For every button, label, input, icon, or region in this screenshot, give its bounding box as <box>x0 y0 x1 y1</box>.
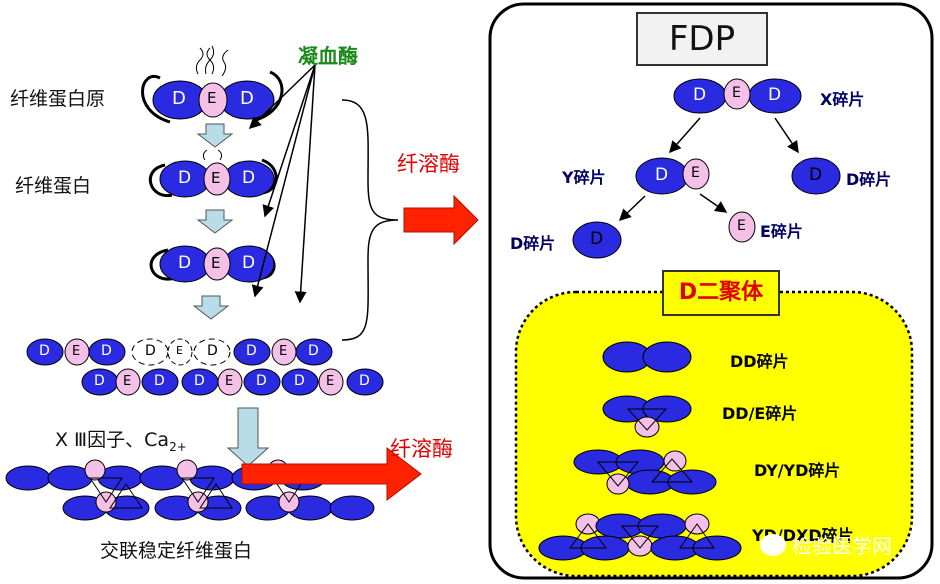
crosslinked-fibrin <box>5 459 375 521</box>
d-label: D <box>172 88 186 109</box>
d-label: D <box>359 373 370 389</box>
d-label: D <box>655 165 669 185</box>
thrombin-arrows <box>248 64 316 304</box>
d-label: D <box>590 229 604 249</box>
fdp-arrows <box>618 117 799 222</box>
y-fragment-label: Y碎片 <box>562 168 606 187</box>
factor-text: X Ⅲ因子、Ca <box>55 429 170 451</box>
d-label: D <box>256 373 267 389</box>
d-label: D <box>94 373 105 389</box>
wechat-logo-icon <box>760 533 786 556</box>
d-label: D <box>178 168 192 188</box>
x-fragment-label: X碎片 <box>820 90 865 109</box>
dde-label: DD/E碎片 <box>722 404 798 423</box>
factor-label: X Ⅲ因子、Ca2+ <box>55 425 187 454</box>
dyyd-fragment <box>573 449 717 495</box>
bracket <box>341 99 399 341</box>
plasmin-arrow-top <box>403 194 479 246</box>
step-arrows <box>192 123 270 467</box>
e-label: E <box>207 89 217 107</box>
d-label: D <box>768 85 782 105</box>
plasmin-arrow-bottom <box>241 446 422 502</box>
e-label: E <box>279 344 288 359</box>
fdp-title: FDP <box>636 12 768 66</box>
e-label: E <box>326 374 335 389</box>
d-label: D <box>308 343 319 359</box>
watermark: 检验医学网 <box>760 530 892 559</box>
d-label: D <box>101 343 112 359</box>
d-label: D <box>240 88 254 109</box>
d-fragment-left <box>572 221 622 259</box>
d-label: D <box>207 343 218 359</box>
e-label: E <box>211 254 221 272</box>
e-fragment <box>728 211 756 243</box>
plasmin-label-top: 纤溶酶 <box>397 152 460 176</box>
dyyd-label: DY/YD碎片 <box>754 461 841 480</box>
d-label: D <box>178 253 192 273</box>
d-label: D <box>194 373 205 389</box>
d-label: D <box>154 373 165 389</box>
d-label: D <box>242 168 256 188</box>
fibrin-molecule <box>148 149 278 198</box>
crosslinked-fibrin-label: 交联稳定纤维蛋白 <box>100 540 253 562</box>
factor-subscript: 2+ <box>169 439 187 454</box>
dd-label: DD碎片 <box>730 352 789 371</box>
e-label: E <box>737 218 746 234</box>
e-label: E <box>691 165 700 181</box>
fibrinogen-molecule <box>141 45 284 124</box>
dde-fragment <box>602 395 692 438</box>
d-label: D <box>246 343 257 359</box>
d-label: D <box>809 165 823 185</box>
d-label: D <box>242 253 256 273</box>
d-label: D <box>693 85 707 105</box>
polymer-fibrin <box>26 338 384 396</box>
thrombin-label: 凝血酶 <box>298 44 358 68</box>
d-fragment-left-label: D碎片 <box>510 234 556 253</box>
ydxdy-fragment <box>538 513 742 561</box>
e-label: E <box>225 374 234 389</box>
watermark-text: 检验医学网 <box>792 534 892 558</box>
e-fragment-label: E碎片 <box>760 222 803 241</box>
d-fragment-right-label: D碎片 <box>846 170 892 189</box>
dd-fragment <box>602 341 692 373</box>
x-fragment <box>673 78 802 114</box>
y-fragment <box>635 157 710 195</box>
e-label: E <box>211 169 221 187</box>
fibrinogen-label: 纤维蛋白原 <box>10 88 106 110</box>
e-label: E <box>123 374 132 389</box>
e-label: E <box>176 344 183 357</box>
d-dimer-title: D二聚体 <box>662 270 780 316</box>
fibrin-label: 纤维蛋白 <box>15 175 92 197</box>
d-fragment-right <box>791 157 841 195</box>
plasmin-label-bottom: 纤溶酶 <box>390 437 453 461</box>
d-label: D <box>294 373 305 389</box>
d-label: D <box>39 343 50 359</box>
e-label: E <box>732 85 741 101</box>
e-label: E <box>72 344 81 359</box>
d-label: D <box>145 343 156 359</box>
